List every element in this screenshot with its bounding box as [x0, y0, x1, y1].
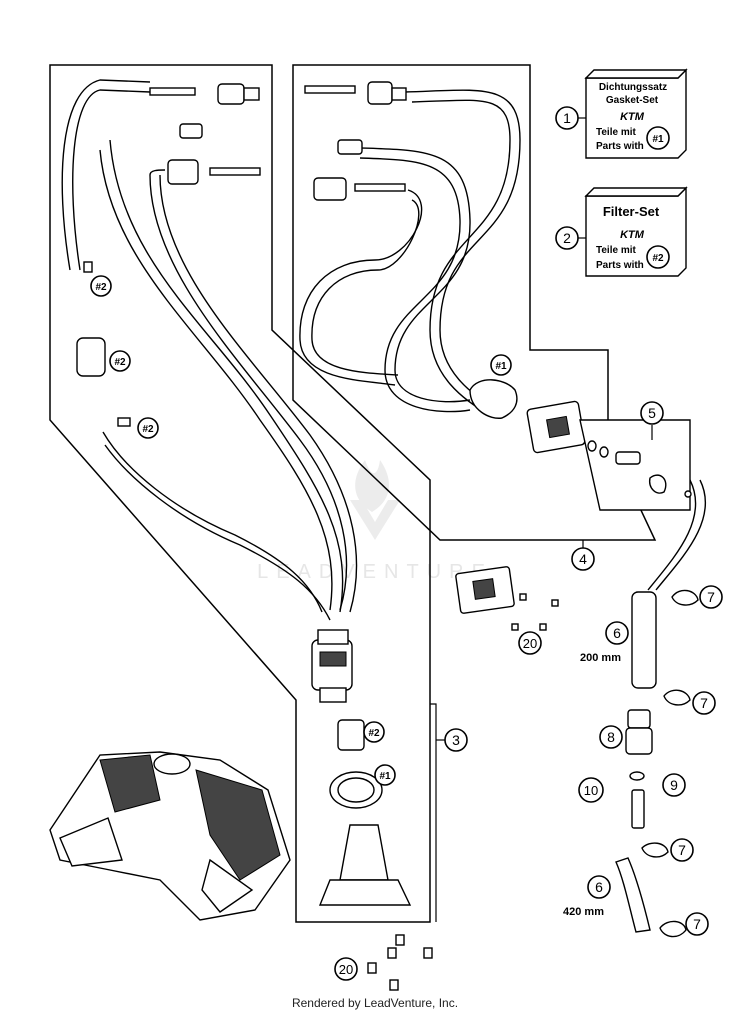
callout-7-a: 7: [699, 585, 723, 609]
left-hoses: [61, 79, 358, 621]
svg-text:7: 7: [678, 842, 686, 858]
svg-text:#2: #2: [368, 728, 380, 739]
left-assembly-frame: [49, 64, 431, 923]
callout-9: 9: [662, 773, 686, 797]
left-fittings: [76, 83, 261, 427]
gasket-kit-note-2: Parts with: [596, 141, 644, 152]
svg-text:9: 9: [670, 777, 678, 793]
filter-kit-ref: #2: [652, 253, 664, 264]
gasket-kit-ref: #1: [652, 134, 664, 145]
svg-text:7: 7: [700, 695, 708, 711]
callout-7-d: 7: [685, 912, 709, 936]
right-column-parts: [615, 589, 699, 938]
callout-8: 8: [599, 725, 623, 749]
fuel-pump: [311, 629, 412, 906]
gasket-kit-title-1: Dichtungssatz: [599, 82, 667, 93]
gasket-kit-brand: KTM: [620, 111, 645, 123]
svg-text:20: 20: [339, 962, 353, 977]
svg-text:#2: #2: [95, 282, 107, 293]
svg-text:1: 1: [563, 110, 571, 126]
callout-10: 10: [578, 777, 604, 803]
kit-ref-2-c: #2: [137, 417, 159, 439]
callout-4: 4: [571, 547, 595, 571]
filter-kit-title: Filter-Set: [603, 204, 660, 219]
gasket-set-box: Dichtungssatz Gasket-Set KTM Teile mit P…: [584, 68, 688, 159]
callout-3: 3: [444, 728, 468, 752]
callout-5: 5: [640, 401, 664, 425]
svg-text:10: 10: [584, 783, 598, 798]
fuel-tank: [49, 751, 291, 921]
svg-text:#1: #1: [379, 771, 391, 782]
kit-ref-1-a: #1: [490, 354, 512, 376]
kit-ref-2-d: #2: [363, 721, 385, 743]
filter-kit-note-1: Teile mit: [596, 245, 636, 256]
svg-text:8: 8: [607, 729, 615, 745]
watermark-text: LEADVENTURE: [257, 561, 493, 583]
kit-ref-1-b: #1: [374, 764, 396, 786]
mid-section-parts: [455, 566, 559, 631]
footer-credit: Rendered by LeadVenture, Inc.: [291, 996, 459, 1010]
callout-6-long-hose: 6 420 mm: [563, 875, 611, 918]
callout-2: 2: [555, 226, 579, 250]
svg-text:20: 20: [523, 636, 537, 651]
hose-length-long: 420 mm: [563, 906, 604, 918]
gasket-kit-title-2: Gasket-Set: [606, 95, 659, 106]
svg-text:4: 4: [579, 551, 587, 567]
filter-kit-brand: KTM: [620, 229, 645, 241]
filter-set-box: Filter-Set KTM Teile mit Parts with #2: [584, 186, 688, 277]
callout-1: 1: [555, 106, 579, 130]
svg-text:6: 6: [595, 879, 603, 895]
kit-ref-2-b: #2: [109, 350, 131, 372]
bottom-screws: [367, 934, 433, 991]
svg-text:2: 2: [563, 230, 571, 246]
svg-text:3: 3: [452, 732, 460, 748]
kit-ref-2-a: #2: [90, 275, 112, 297]
filter-kit-note-2: Parts with: [596, 260, 644, 271]
svg-text:#2: #2: [142, 424, 154, 435]
callout-6-short-hose: 6 200 mm: [580, 621, 629, 664]
callout-20-a: 20: [518, 631, 542, 655]
callout-7-b: 7: [692, 691, 716, 715]
svg-text:5: 5: [648, 405, 656, 421]
svg-text:#2: #2: [114, 357, 126, 368]
callout-leaders: [430, 117, 653, 922]
hose-length-short: 200 mm: [580, 652, 621, 664]
gasket-kit-note-1: Teile mit: [596, 127, 636, 138]
right-fittings: [304, 81, 692, 511]
callout-7-c: 7: [670, 838, 694, 862]
svg-text:7: 7: [707, 589, 715, 605]
svg-text:6: 6: [613, 625, 621, 641]
svg-text:#1: #1: [495, 361, 507, 372]
svg-text:7: 7: [693, 916, 701, 932]
right-hoses: [299, 89, 707, 591]
watermark: LEADVENTURE: [257, 460, 493, 583]
callout-20-b: 20: [334, 957, 358, 981]
